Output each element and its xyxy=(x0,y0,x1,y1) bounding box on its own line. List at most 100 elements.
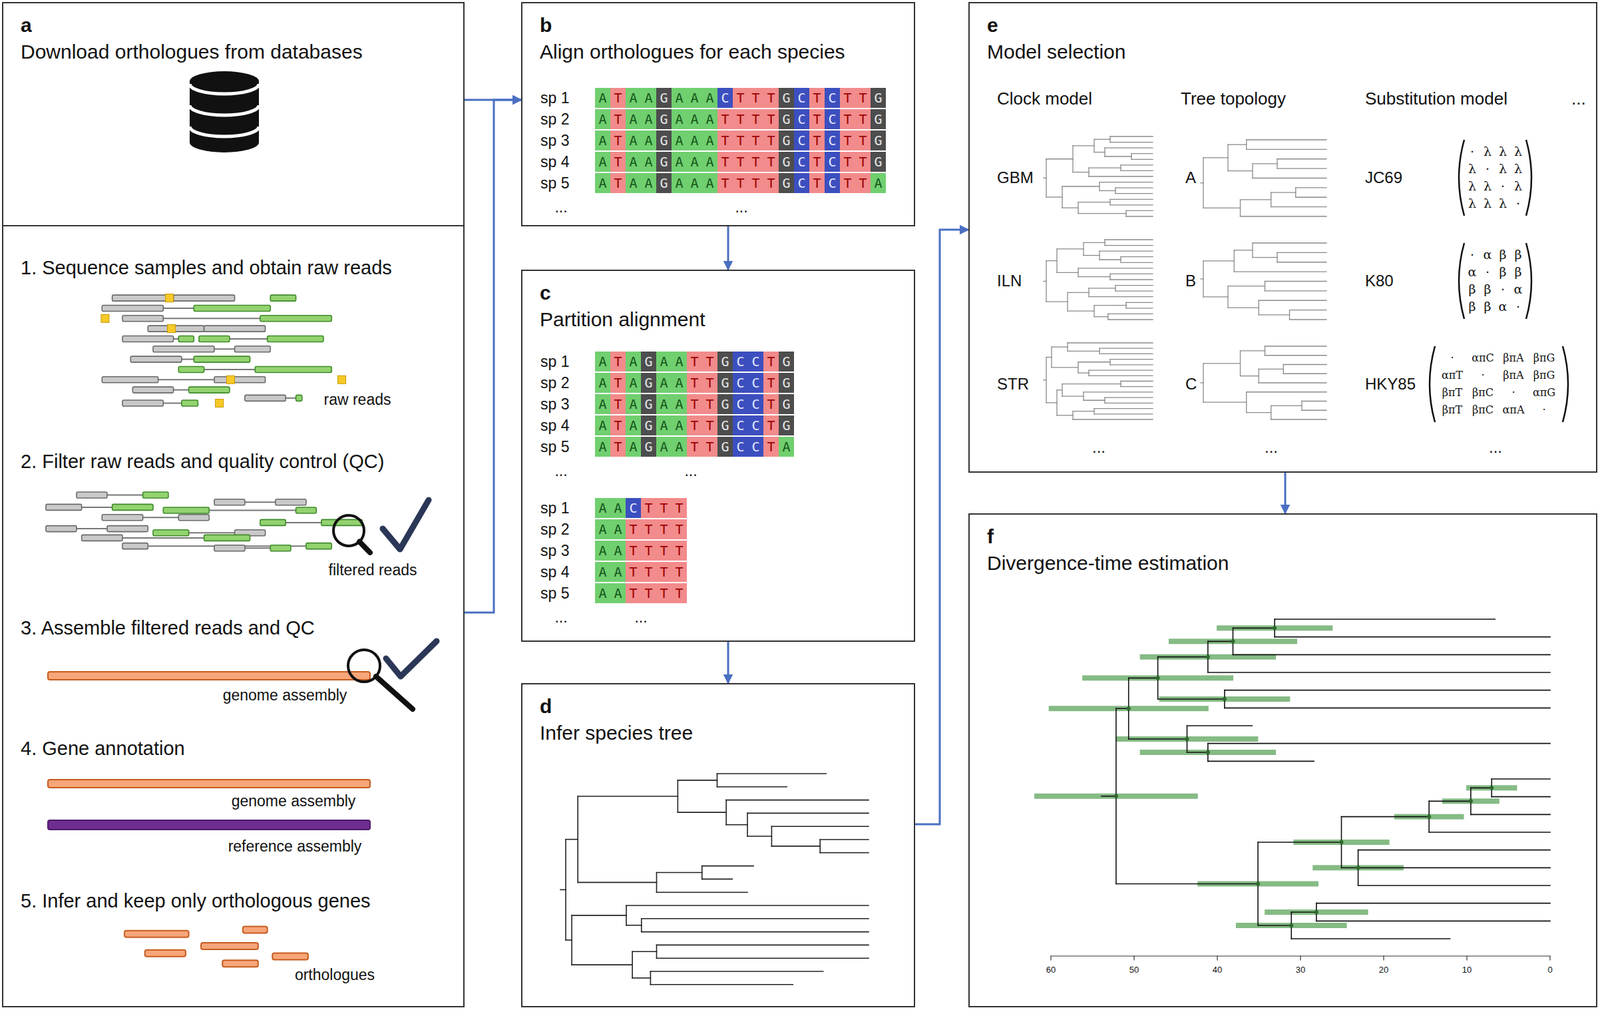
read xyxy=(147,325,204,332)
matrix-bracket xyxy=(1562,346,1569,422)
tree-branch xyxy=(726,799,869,801)
read-link xyxy=(143,516,180,518)
nucleotide-cell: T xyxy=(855,151,871,172)
tree-branch xyxy=(1295,197,1327,198)
nucleotide-cell: G xyxy=(656,173,672,194)
tree-branch xyxy=(650,983,793,986)
node-dot xyxy=(1489,785,1494,790)
nucleotide-cell: T xyxy=(671,540,687,561)
read xyxy=(204,534,251,541)
read xyxy=(267,335,324,342)
label-text: β xyxy=(1499,247,1507,263)
nucleotide-cell: T xyxy=(763,173,779,194)
nucleotide-cell: G xyxy=(870,109,886,130)
label-text: λ xyxy=(1483,179,1492,194)
tree-branch xyxy=(771,825,869,827)
nucleotide-cell: C xyxy=(625,497,641,518)
read xyxy=(112,294,170,301)
tree-branch xyxy=(571,914,627,916)
label-text: JC69 xyxy=(1365,168,1403,188)
label-text: ... xyxy=(1092,437,1106,457)
tree-branch xyxy=(1099,258,1121,260)
read xyxy=(321,519,363,526)
hpd-bar xyxy=(1116,736,1259,742)
read xyxy=(296,507,317,514)
nucleotide-cell: A xyxy=(640,130,657,151)
nucleotide-cell: A xyxy=(671,436,687,457)
tree-branch xyxy=(1283,373,1327,375)
nucleotide-cell: G xyxy=(870,87,886,108)
tree-branch xyxy=(1083,391,1153,393)
nucleotide-cell: C xyxy=(824,109,840,130)
tree-branch xyxy=(1291,937,1450,940)
nucleotide-cell: A xyxy=(671,173,687,194)
read xyxy=(234,346,271,353)
label-text: λ xyxy=(1468,161,1477,177)
nucleotide-cell: A xyxy=(595,173,611,194)
read-link xyxy=(229,338,268,340)
label-text: ... xyxy=(734,198,748,216)
nucleotide-cell: A xyxy=(595,497,611,518)
orthologue-bar xyxy=(222,959,259,967)
read xyxy=(178,514,209,521)
nucleotide-cell: C xyxy=(824,130,840,151)
tree-branch xyxy=(1240,350,1266,351)
nucleotide-cell: G xyxy=(778,372,795,393)
label-text: απA xyxy=(1502,403,1525,416)
tree-branch xyxy=(626,924,642,926)
nucleotide-cell: C xyxy=(794,130,810,151)
nucleotide-cell: T xyxy=(610,394,626,414)
label-text: sp 1 xyxy=(540,89,570,107)
nucleotide-cell: T xyxy=(625,519,641,540)
nucleotide-cell: A xyxy=(640,109,657,130)
tree-branch xyxy=(1062,383,1121,385)
label-text: β xyxy=(1468,299,1477,315)
alignment-row: ATAGAATTGCCTG xyxy=(595,372,795,393)
matrix-bracket xyxy=(1458,139,1465,216)
nucleotide-cell: T xyxy=(809,109,825,130)
read xyxy=(45,525,77,532)
tree-branch xyxy=(1046,196,1063,198)
tree-branch xyxy=(1470,813,1551,816)
tree-branch xyxy=(1316,920,1551,922)
adapter-end xyxy=(101,314,110,323)
matrix-bracket xyxy=(1429,346,1435,422)
database-ring xyxy=(189,105,259,116)
orthologue-bar xyxy=(200,942,259,950)
nucleotide-cell: C xyxy=(732,351,749,372)
nucleotide-cell: G xyxy=(778,415,795,436)
tree-branch xyxy=(1316,902,1551,904)
nucleotide-cell: A xyxy=(671,130,687,151)
label-text: β xyxy=(1468,282,1477,297)
label-text: sp 3 xyxy=(540,395,570,413)
nucleotide-cell: A xyxy=(595,583,611,603)
nucleotide-cell: G xyxy=(778,109,795,130)
nucleotide-cell: A xyxy=(640,173,657,194)
label-text: Tree topology xyxy=(1180,89,1286,110)
database-ring xyxy=(189,126,259,137)
label-text: sp 4 xyxy=(540,563,570,581)
nucleotide-cell: C xyxy=(794,87,810,108)
nucleotide-cell: A xyxy=(625,372,641,393)
alignment-row: ATAGAATTGCCTA xyxy=(595,436,795,457)
hpd-bar xyxy=(1216,624,1333,631)
tree-branch xyxy=(1131,153,1153,154)
nucleotide-cell: G xyxy=(778,394,795,414)
nucleotide-cell: T xyxy=(686,436,703,457)
tree-branch xyxy=(1104,396,1153,398)
read xyxy=(122,543,148,550)
node-dot xyxy=(1205,654,1210,659)
nucleotide-cell: T xyxy=(656,583,672,603)
label-text: sp 1 xyxy=(540,499,570,517)
label-text: λ xyxy=(1498,161,1507,177)
nucleotide-cell: T xyxy=(717,151,733,172)
read xyxy=(173,294,235,301)
read xyxy=(122,335,174,342)
label-text: ... xyxy=(554,198,568,216)
tree-branch xyxy=(1078,276,1111,277)
tree-branch xyxy=(1301,400,1327,402)
alignment-row: ATAAGAAATTTTGCTCTTA xyxy=(595,173,886,194)
tree-branch xyxy=(1062,206,1079,208)
tree-branch xyxy=(1051,366,1079,368)
tree-branch xyxy=(1120,380,1153,382)
